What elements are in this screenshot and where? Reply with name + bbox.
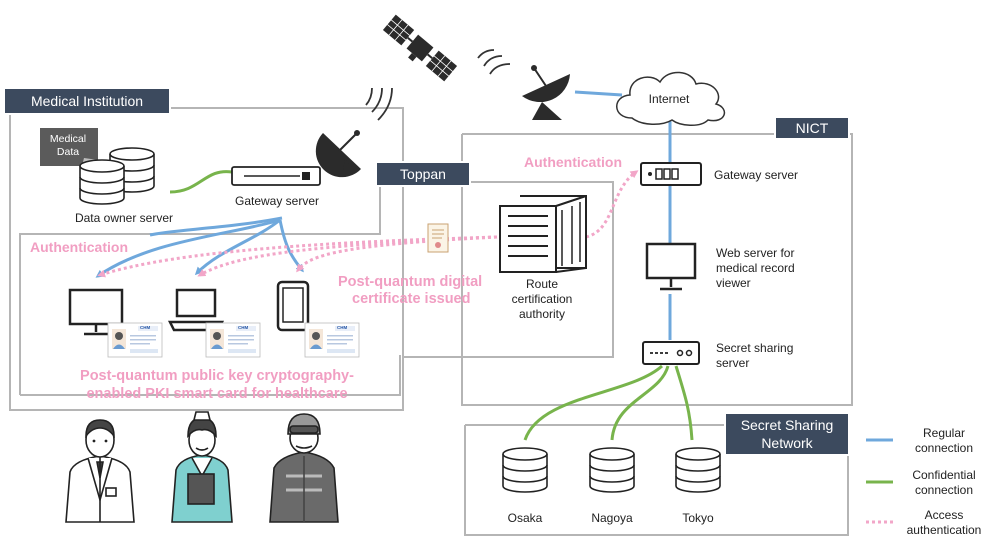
- route-ca-to-nict-gateway-line: [585, 170, 639, 239]
- monitor-icon: [68, 288, 124, 336]
- doctor-icon: [65, 419, 135, 523]
- web-server-line3: viewer: [716, 276, 751, 290]
- nict-frame: [461, 133, 853, 406]
- rescue-worker-icon: [269, 413, 339, 523]
- data-owner-server-label: Data owner server: [75, 211, 173, 225]
- secret-sharing-server-line2: server: [716, 356, 749, 370]
- osaka-database-icon: [502, 447, 548, 493]
- medical-data-badge: Medical Data: [40, 128, 98, 166]
- tag-medical-institution-text: Medical Institution: [31, 93, 143, 109]
- legend-regular-line1: Regular: [923, 426, 965, 440]
- legend-access-line2: authentication: [907, 523, 982, 537]
- route-ca-line3: authority: [519, 307, 565, 321]
- regular-connections: [95, 90, 672, 340]
- tag-nict-text: NICT: [796, 120, 829, 136]
- pki-card-line2: enabled PKI smart card for healthcare: [86, 386, 347, 402]
- tag-toppan-text: Toppan: [400, 166, 446, 182]
- gateway-to-monitor-line: [95, 218, 281, 278]
- confidential-connections: [169, 170, 694, 441]
- secret-sharing-network-frame: [464, 424, 849, 536]
- ss-to-nagoya-line: [610, 365, 670, 441]
- gateway-server-left-label: Gateway server: [235, 194, 319, 208]
- tag-nict: NICT: [774, 116, 850, 140]
- nagoya-label: Nagoya: [591, 511, 633, 525]
- legend-access-line1: Access: [925, 508, 964, 522]
- tokyo-database-icon: [675, 447, 721, 493]
- dish-to-internet-line: [574, 90, 623, 97]
- cloud-icon: Internet: [616, 71, 726, 126]
- route-ca-line1: Route: [526, 277, 558, 291]
- ss-to-tokyo-line: [674, 365, 694, 441]
- satellite-icon: [382, 14, 458, 82]
- tag-ssn-line1: Secret Sharing: [741, 417, 834, 433]
- satellite-dish-icon-left: [315, 130, 361, 178]
- osaka-label: Osaka: [508, 511, 543, 525]
- medical-data-line1: Medical: [50, 133, 86, 145]
- web-server-line2: medical record: [716, 261, 795, 275]
- smart-card-icon-rescue: CHM: [304, 322, 360, 358]
- gateway-upper-line: [149, 216, 283, 237]
- data-owner-to-gateway-line: [169, 170, 233, 194]
- nagoya-database-icon: [589, 447, 635, 493]
- web-server-line1: Web server for: [716, 246, 794, 260]
- certificate-issued-line2: certificate issued: [352, 291, 470, 307]
- legend: Regular connection Confidential connecti…: [866, 426, 981, 537]
- svg-text:CHM: CHM: [238, 325, 248, 330]
- certificate-icon: [427, 223, 449, 253]
- signal-waves: [365, 49, 511, 121]
- tag-toppan: Toppan: [375, 161, 471, 187]
- gateway-to-laptop-line: [194, 218, 281, 276]
- svg-text:CHM: CHM: [140, 325, 150, 330]
- tag-medical-institution: Medical Institution: [3, 87, 171, 115]
- internet-label: Internet: [649, 92, 690, 106]
- tag-secret-sharing-network: Secret Sharing Network: [724, 412, 850, 456]
- gateway-server-nict-icon: [640, 162, 702, 186]
- tag-ssn-line2: Network: [761, 435, 813, 451]
- legend-confidential-line1: Confidential: [912, 468, 975, 482]
- tokyo-label: Tokyo: [682, 511, 714, 525]
- gateway-server-left-icon: [231, 166, 321, 186]
- pki-card-line1: Post-quantum public key cryptography-: [80, 368, 354, 384]
- medical-data-line2: Data: [57, 146, 79, 158]
- legend-regular-line2: connection: [915, 441, 973, 455]
- ss-to-osaka-line: [523, 364, 664, 441]
- tablet-icon: [276, 280, 310, 332]
- legend-confidential-line2: connection: [915, 483, 973, 497]
- server-rack-icon: [499, 195, 587, 273]
- secret-sharing-server-icon: [642, 341, 700, 365]
- route-ca-to-tablet-line: [296, 235, 498, 273]
- smart-card-icon-nurse: CHM: [205, 322, 261, 358]
- satellite-dish-icon-right: [522, 65, 570, 120]
- svg-text:CHM: CHM: [337, 325, 347, 330]
- smart-card-icon-doctor: CHM: [107, 322, 163, 358]
- gateway-server-nict-label: Gateway server: [714, 168, 798, 182]
- web-server-monitor-icon: [645, 242, 697, 291]
- authentication-left-label: Authentication: [30, 239, 128, 255]
- secret-sharing-server-line1: Secret sharing: [716, 341, 793, 355]
- toppan-frame: [403, 181, 614, 358]
- authentication-subframe: [19, 178, 401, 396]
- route-ca-line2: certification: [512, 292, 573, 306]
- authentication-right-label: Authentication: [524, 154, 622, 170]
- certificate-issued-line1: Post-quantum digital: [338, 274, 482, 290]
- nurse-icon: [171, 411, 233, 523]
